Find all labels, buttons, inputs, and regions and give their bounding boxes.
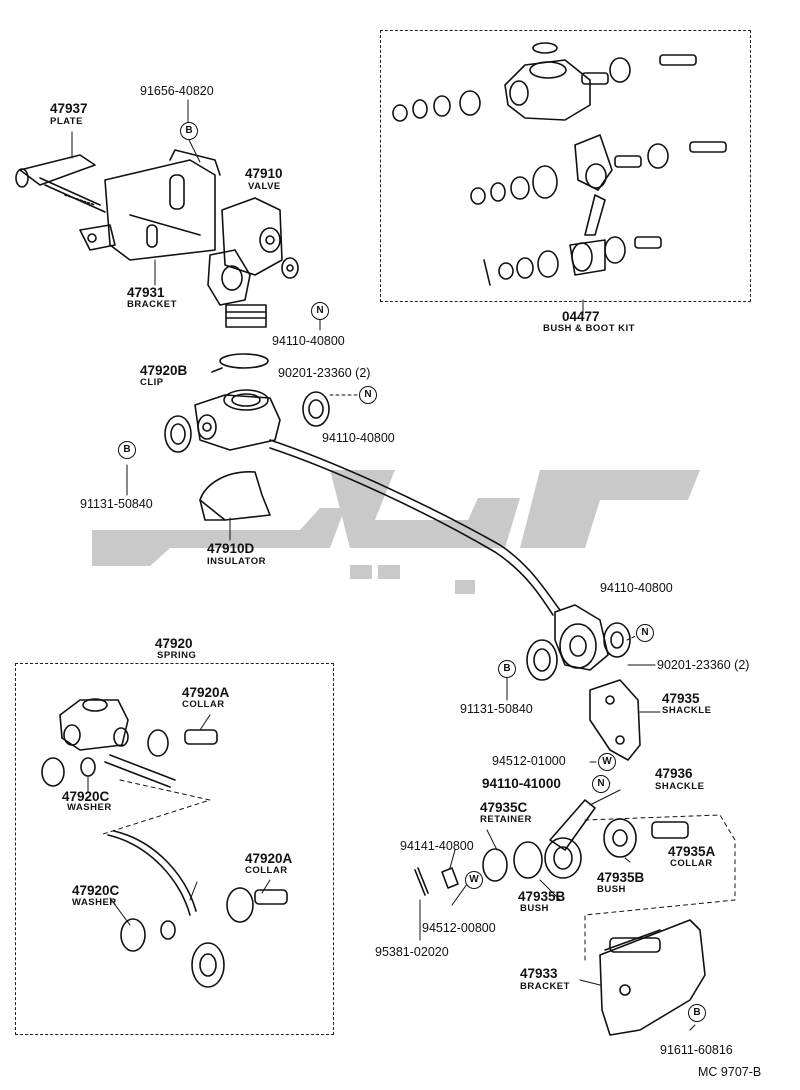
part-number-retainer: 47935C: [480, 800, 528, 815]
callout-n-icon: N: [636, 624, 654, 642]
callout-n-icon: N: [359, 386, 377, 404]
part-name-shackle-b: SHACKLE: [655, 781, 705, 792]
part-name-clip: CLIP: [140, 377, 164, 388]
part-number-plate: 47937: [50, 101, 88, 116]
part-number-nut-small: 94141-40800: [400, 839, 474, 853]
part-number-shackle-a: 47935: [662, 691, 700, 706]
valve-body-hose-drawing: [164, 389, 561, 616]
part-number-clip: 47920B: [140, 363, 188, 378]
part-number-collar-a1: 47920A: [182, 685, 230, 700]
part-number-bush-b1: 47935B: [518, 889, 566, 904]
part-number-kit: 04477: [562, 309, 600, 324]
bush-boot-kit-frame: [380, 30, 751, 302]
part-number-cotter-pin: 95381-02020: [375, 945, 449, 959]
callout-n-icon: N: [311, 302, 329, 320]
part-number-bolt-right: 91131-50840: [460, 702, 533, 716]
part-number-washer-c1: 47920C: [62, 789, 110, 804]
part-name-insulator: INSULATOR: [207, 556, 267, 567]
part-name-spring: SPRING: [157, 650, 197, 661]
callout-b-icon: B: [688, 1004, 706, 1022]
part-number-gasket-c: 94110-40800: [600, 581, 673, 595]
callout-b-icon: B: [498, 660, 516, 678]
part-number-washer-w1: 94512-01000: [492, 754, 566, 768]
callout-w-icon: W: [598, 753, 616, 771]
part-number-gasket-valve: 94110-40800: [272, 334, 345, 348]
part-number-bolt-top: 91656-40820: [140, 84, 214, 98]
part-number-washer-c2: 47920C: [72, 883, 120, 898]
part-name-retainer: RETAINER: [480, 814, 532, 825]
part-name-bracket-upper: BRACKET: [127, 299, 177, 310]
valve-47910-drawing: [207, 197, 299, 328]
part-name-bush-b1: BUSH: [520, 903, 549, 914]
plate-47937-drawing: [15, 154, 106, 213]
part-number-bracket-upper: 47931: [127, 285, 165, 300]
insulator-47910d-drawing: [199, 471, 271, 521]
part-name-shackle-a: SHACKLE: [662, 705, 712, 716]
callout-n-icon: N: [592, 775, 610, 793]
part-name-bracket-lower: BRACKET: [520, 981, 570, 992]
bush-boot-kit-drawing: [392, 42, 727, 286]
spring-47920-drawing: [41, 698, 288, 988]
diagram-reference-code: MC 9707-B: [698, 1065, 762, 1079]
part-number-bush-b2: 47935B: [597, 870, 645, 885]
part-name-washer-c1: WASHER: [67, 802, 112, 813]
part-number-gasket-b: 94110-40800: [322, 431, 395, 445]
part-number-collar-35a: 47935A: [668, 844, 716, 859]
part-name-collar-a1: COLLAR: [182, 699, 225, 710]
part-name-valve: VALVE: [248, 181, 281, 192]
part-number-bolt-bottom: 91611-60816: [660, 1043, 733, 1057]
shackle-47935-drawing: [589, 679, 641, 761]
shackle-47936-drawing: [414, 799, 596, 896]
part-number-collar-a2: 47920A: [245, 851, 293, 866]
bracket-47931-drawing: [79, 149, 221, 261]
part-name-kit: BUSH & BOOT KIT: [543, 323, 635, 334]
watermark-logo: [92, 470, 700, 594]
callout-b-icon: B: [180, 122, 198, 140]
bracket-47933-drawing: [599, 919, 706, 1036]
part-name-collar-a2: COLLAR: [245, 865, 288, 876]
spring-assembly-frame: [15, 663, 334, 1035]
hose-end-drawing: [526, 604, 631, 681]
part-number-valve: 47910: [245, 166, 283, 181]
callout-w-icon: W: [465, 871, 483, 889]
part-number-bracket-lower: 47933: [520, 966, 558, 981]
part-number-shackle-b: 47936: [655, 766, 693, 781]
part-number-insulator: 47910D: [207, 541, 255, 556]
callout-b-icon: B: [118, 441, 136, 459]
part-number-washer-w2: 94512-00800: [422, 921, 496, 935]
part-number-nut: 94110-41000: [482, 776, 561, 791]
part-name-plate: PLATE: [50, 116, 83, 127]
part-number-bolt-left: 91131-50840: [80, 497, 153, 511]
part-number-spring: 47920: [155, 636, 193, 651]
part-number-gasket-a: 90201-23360 (2): [278, 366, 371, 380]
part-name-washer-c2: WASHER: [72, 897, 117, 908]
leader-lines: [71, 99, 696, 1031]
part-name-bush-b2: BUSH: [597, 884, 626, 895]
part-name-collar-35a: COLLAR: [670, 858, 713, 869]
part-number-gasket-d: 90201-23360 (2): [657, 658, 750, 672]
clip-47920b-drawing: [211, 353, 269, 373]
